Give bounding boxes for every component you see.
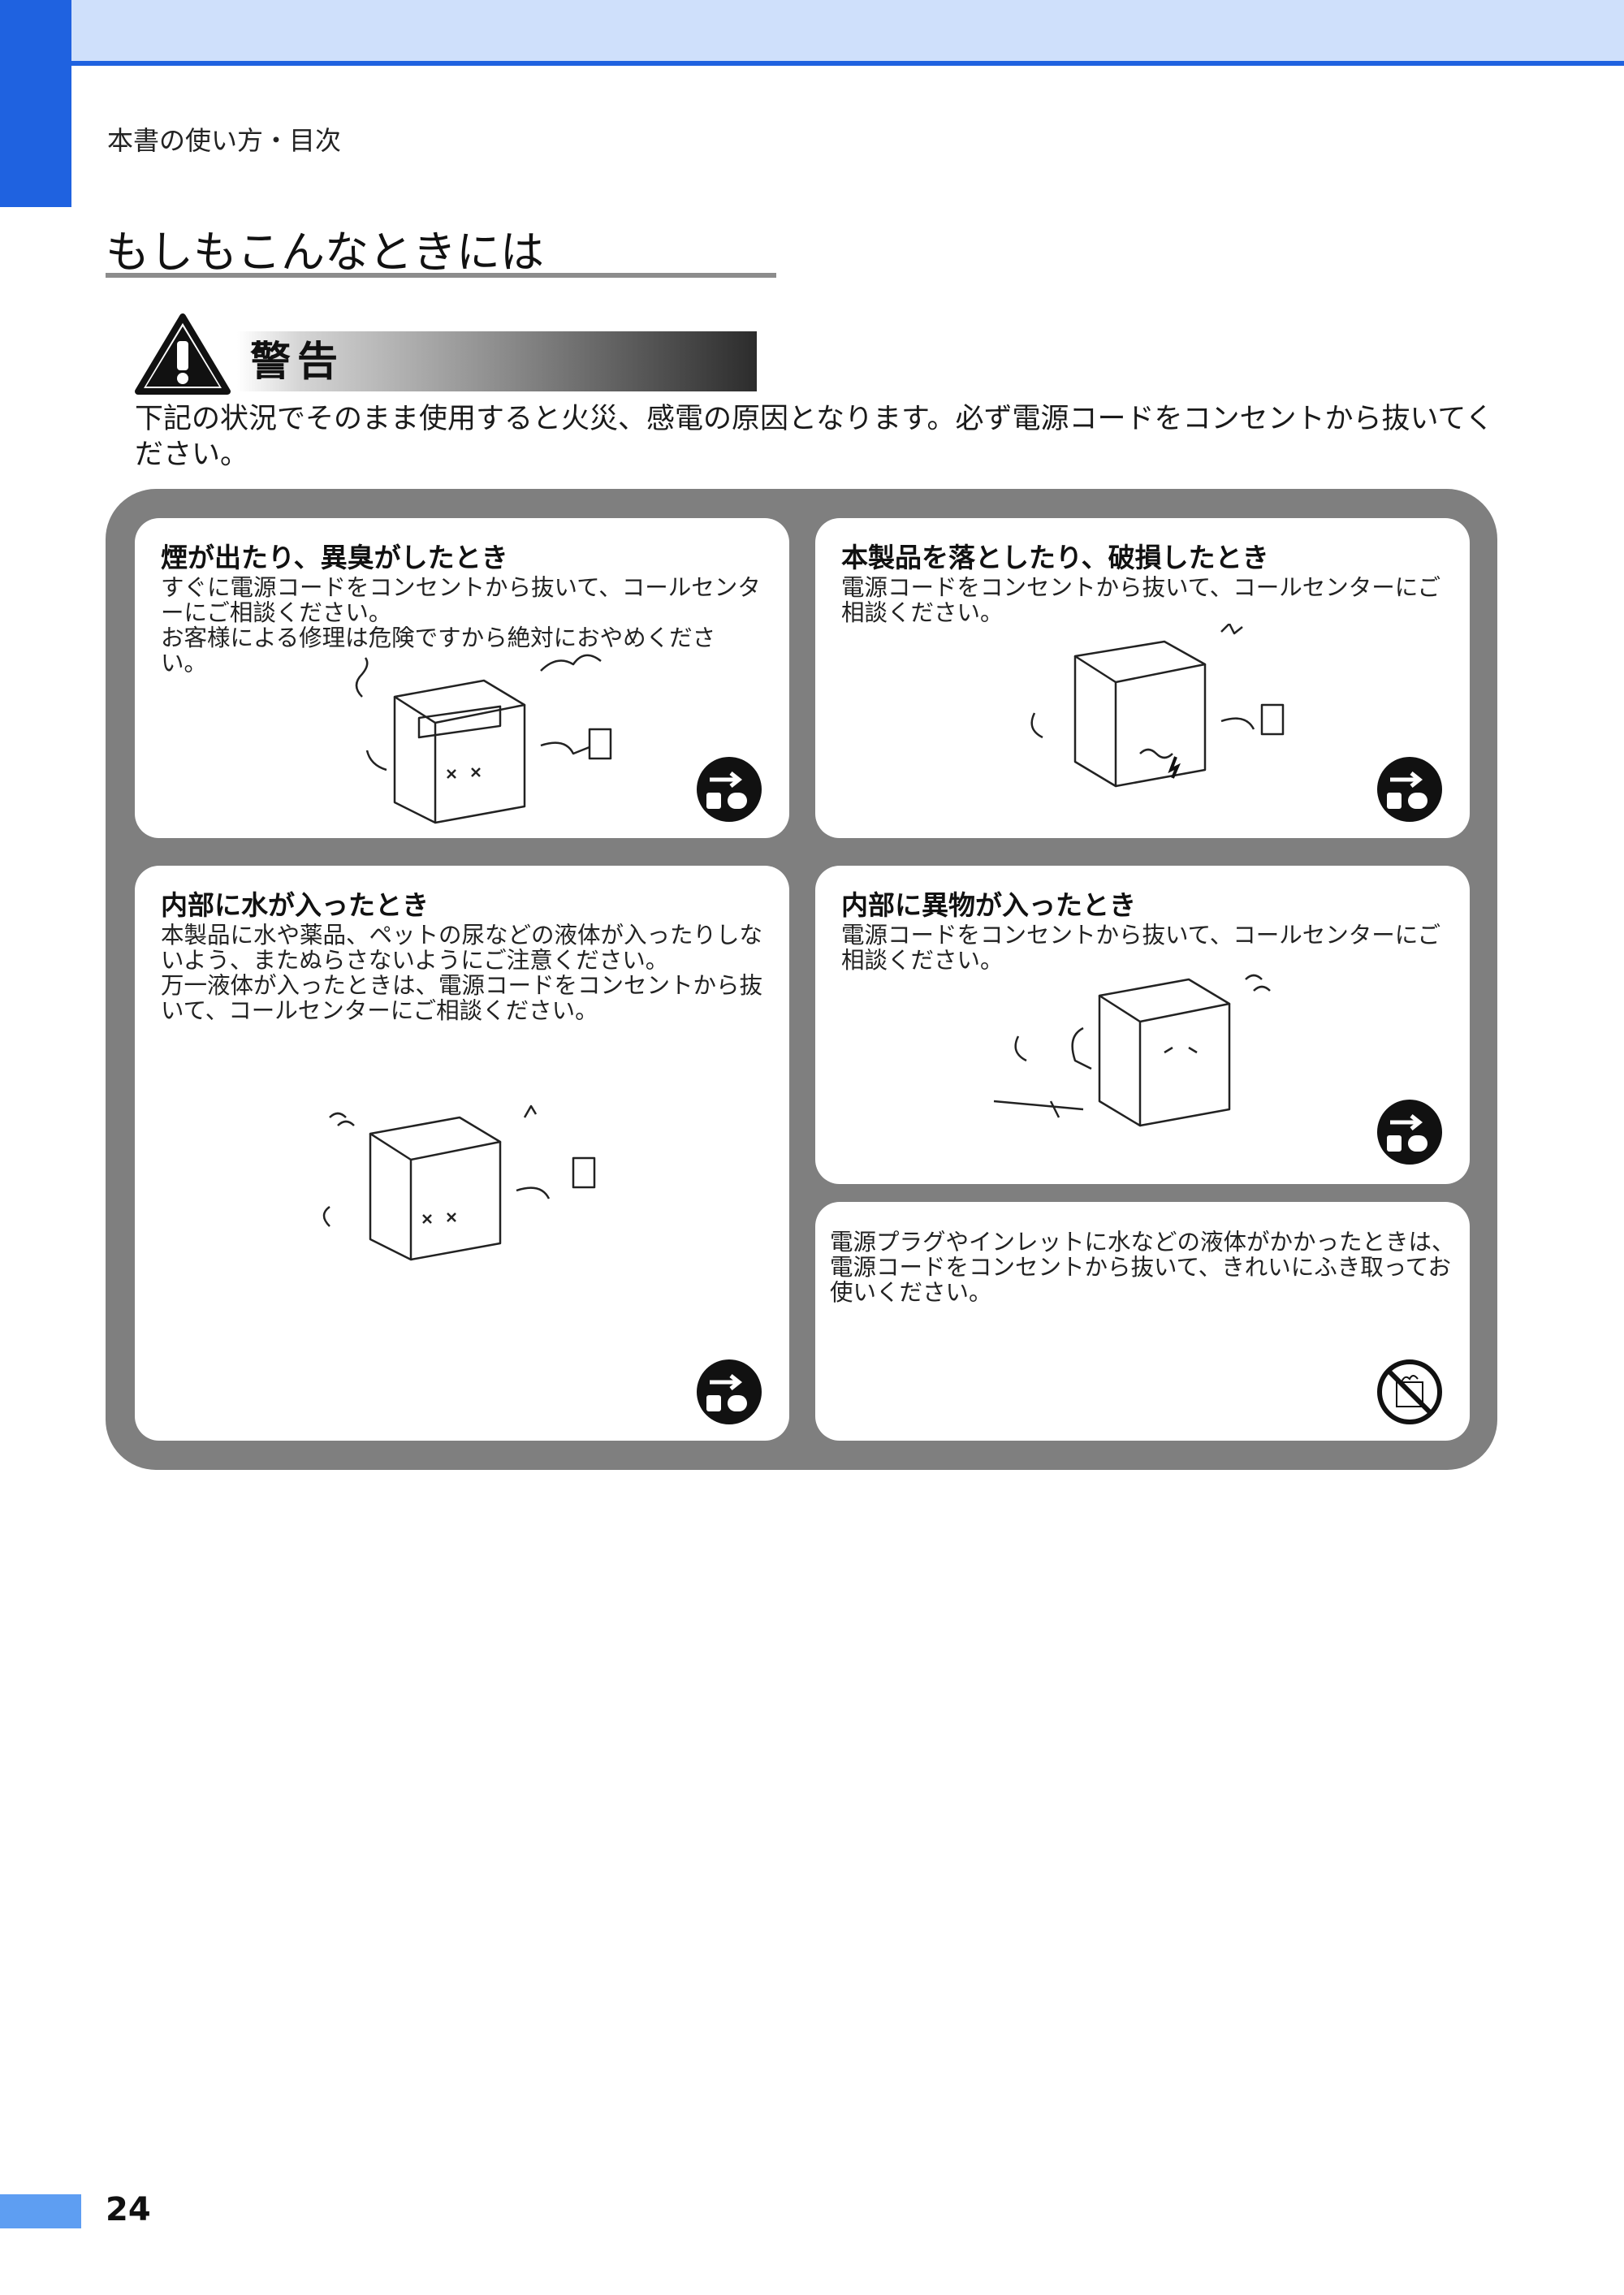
card-text: 電源プラグやインレットに水などの液体がかかったときは、電源コードをコンセントから… (830, 1229, 1455, 1306)
card-title: 内部に異物が入ったとき (841, 889, 1136, 921)
unplug-icon (697, 1359, 762, 1424)
warning-triangle-icon (135, 313, 231, 395)
card-title: 内部に水が入ったとき (161, 889, 429, 921)
header-rule (71, 61, 1624, 66)
warning-label: 警告 (250, 338, 344, 385)
card-title: 煙が出たり、異臭がしたとき (161, 542, 508, 573)
unplug-icon (1377, 1100, 1442, 1165)
warning-intro: 下記の状況でそのまま使用すると火災、感電の原因となります。必ず電源コードをコンセ… (135, 403, 1494, 471)
card-smoke: 煙が出たり、異臭がしたとき すぐに電源コードをコンセントから抜いて、コールセンタ… (135, 518, 789, 838)
warning-panel: 煙が出たり、異臭がしたとき すぐに電源コードをコンセントから抜いて、コールセンタ… (106, 489, 1497, 1470)
chapter-tab (0, 0, 71, 207)
warning-banner: 警告 (237, 331, 757, 391)
card-plug-wet: 電源プラグやインレットに水などの液体がかかったときは、電源コードをコンセントから… (815, 1202, 1470, 1441)
title-underline (106, 273, 776, 278)
unplug-icon (1377, 757, 1442, 822)
unplug-icon (697, 757, 762, 822)
no-fire-icon (1377, 1359, 1442, 1424)
card-foreign-object: 内部に異物が入ったとき 電源コードをコンセントから抜いて、コールセンターにご相談… (815, 866, 1470, 1184)
printer-water-illustration (322, 1104, 596, 1261)
page-title: もしもこんなときには (106, 227, 544, 278)
card-water: 内部に水が入ったとき 本製品に水や薬品、ペットの尿などの液体が入ったりしないよう… (135, 866, 789, 1441)
card-text: 電源コードをコンセントから抜いて、コールセンターにご相談ください。 (841, 922, 1441, 974)
printer-damaged-illustration (1030, 624, 1285, 788)
card-text: 本製品に水や薬品、ペットの尿などの液体が入ったりしないよう、またぬらさないように… (161, 922, 763, 1024)
card-text: すぐに電源コードをコンセントから抜いて、コールセンターにご相談ください。 お客様… (161, 574, 761, 676)
header-band (0, 0, 1624, 62)
page-tab (0, 2194, 81, 2228)
page-number: 24 (106, 2191, 151, 2228)
printer-foreign-object-illustration (993, 974, 1271, 1127)
printer-smoke-illustration (355, 654, 612, 824)
breadcrumb: 本書の使い方・目次 (107, 125, 342, 156)
card-dropped: 本製品を落としたり、破損したとき 電源コードをコンセントから抜いて、コールセンタ… (815, 518, 1470, 838)
card-text: 電源コードをコンセントから抜いて、コールセンターにご相談ください。 (841, 574, 1441, 626)
card-title: 本製品を落としたり、破損したとき (841, 542, 1269, 573)
